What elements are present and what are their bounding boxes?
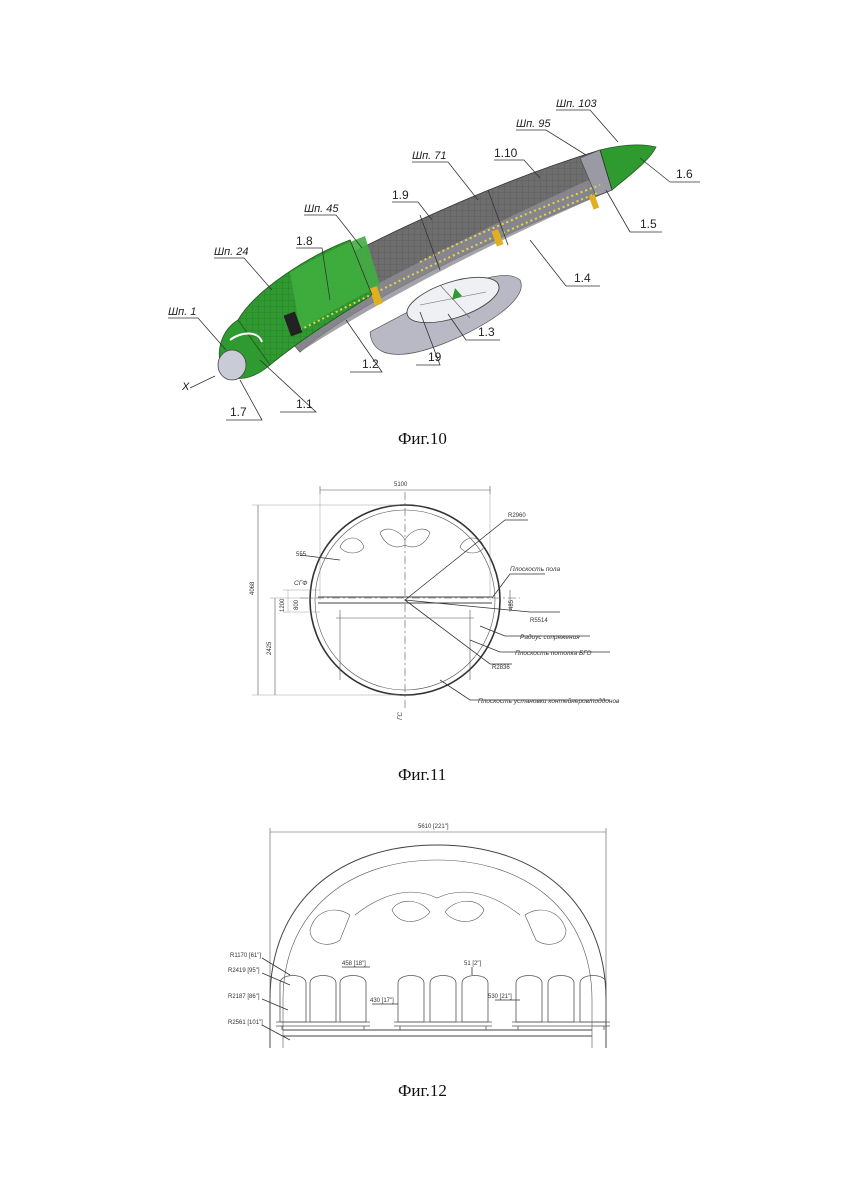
dim-2425: 2425 <box>267 641 273 655</box>
dim-5610: 5610 [221"] <box>418 824 449 830</box>
frame-label-45: Шп. 45 <box>304 203 339 215</box>
seat-row-base-2 <box>394 1021 492 1030</box>
seat-2-2 <box>429 975 457 1023</box>
fig12-cabin <box>269 828 607 1048</box>
dim-4068: 4068 <box>250 581 256 595</box>
label-ceiling-plane: Плоскость потолка БГО <box>515 650 592 657</box>
frame-label-71: Шп. 71 <box>412 150 447 162</box>
dim-r2419: R2419 [95"] <box>228 968 260 974</box>
dim-width-5100: 5100 <box>394 482 408 488</box>
dim-seat-458: 458 [18"] <box>342 961 366 967</box>
seat-1-1 <box>279 975 307 1023</box>
dim-430: 430 [17"] <box>370 998 394 1004</box>
seat-1-3 <box>339 975 367 1023</box>
seat-3-1 <box>515 975 543 1023</box>
dim-1200: 1200 <box>280 598 286 612</box>
part-label-1-3: 1.3 <box>478 325 495 339</box>
fig12-seats <box>276 975 610 1030</box>
label-sgf: СГФ <box>294 580 307 587</box>
dim-r2561: R2561 [101"] <box>228 1020 263 1026</box>
frame-label-95: Шп. 95 <box>516 118 551 130</box>
seat-row-base-3 <box>512 1021 610 1030</box>
part-label-1-4: 1.4 <box>574 271 591 285</box>
fig10-fuselage <box>217 144 657 381</box>
fig11-caption: Фиг.11 <box>398 765 446 784</box>
dim-555: 555 <box>296 552 307 558</box>
seat-row-base-1 <box>276 1021 370 1030</box>
seat-3-3 <box>579 975 607 1023</box>
seat-1-2 <box>309 975 337 1023</box>
dim-r2960: R2960 <box>508 513 526 519</box>
part-label-1-7: 1.7 <box>230 405 247 419</box>
part-label-1-8: 1.8 <box>296 234 313 248</box>
seat-3-2 <box>547 975 575 1023</box>
dim-530: 530 [21"] <box>488 994 512 1000</box>
label-container-plane: Плоскость установки контейнеров/поддонов <box>478 697 620 705</box>
part-label-1-10: 1.10 <box>494 146 518 160</box>
fig10-leaders <box>168 109 700 421</box>
frame-label-24: Шп. 24 <box>214 246 249 258</box>
part-label-1-2: 1.2 <box>362 357 379 371</box>
fig12-caption: Фиг.12 <box>398 1081 447 1100</box>
fig10-caption: Фиг.10 <box>398 429 447 448</box>
fig10-labels: Шп. 1 Шп. 24 Шп. 45 Шп. 71 Шп. 95 Шп. 10… <box>168 98 693 448</box>
fig12-labels: 5610 [221"] 458 [18"] 51 [2"] 530 [21"] … <box>228 824 520 1100</box>
part-label-1-6: 1.6 <box>676 167 693 181</box>
label-sgs: ГС <box>397 712 404 720</box>
dim-51: 51 [2"] <box>464 961 481 967</box>
frame-label-1: Шп. 1 <box>168 306 196 318</box>
part-label-1-9: 1.9 <box>392 188 409 202</box>
dim-485: 485 <box>509 599 515 610</box>
dim-r2187: R2187 [86"] <box>228 994 260 1000</box>
label-floor-plane: Плоскость пола <box>510 566 561 573</box>
dim-800: 800 <box>294 599 300 610</box>
seat-2-1 <box>397 975 425 1023</box>
frame-label-103: Шп. 103 <box>556 98 598 110</box>
label-blend-radius: Радиус сопряжения <box>520 633 580 641</box>
part-label-19: 19 <box>428 350 442 364</box>
axis-x-label: X <box>181 381 190 393</box>
dim-r5514: R5514 <box>530 618 548 624</box>
dim-r2836: R2836 <box>492 665 510 671</box>
seat-2-3 <box>461 975 489 1023</box>
dim-r1170: R1170 [61"] <box>230 953 261 959</box>
part-label-1-1: 1.1 <box>296 397 313 411</box>
fig11-section <box>252 486 610 710</box>
fig11-labels: 5100 R2960 R5514 R2836 555 4068 2425 120… <box>250 482 620 784</box>
part-label-1-5: 1.5 <box>640 217 657 231</box>
